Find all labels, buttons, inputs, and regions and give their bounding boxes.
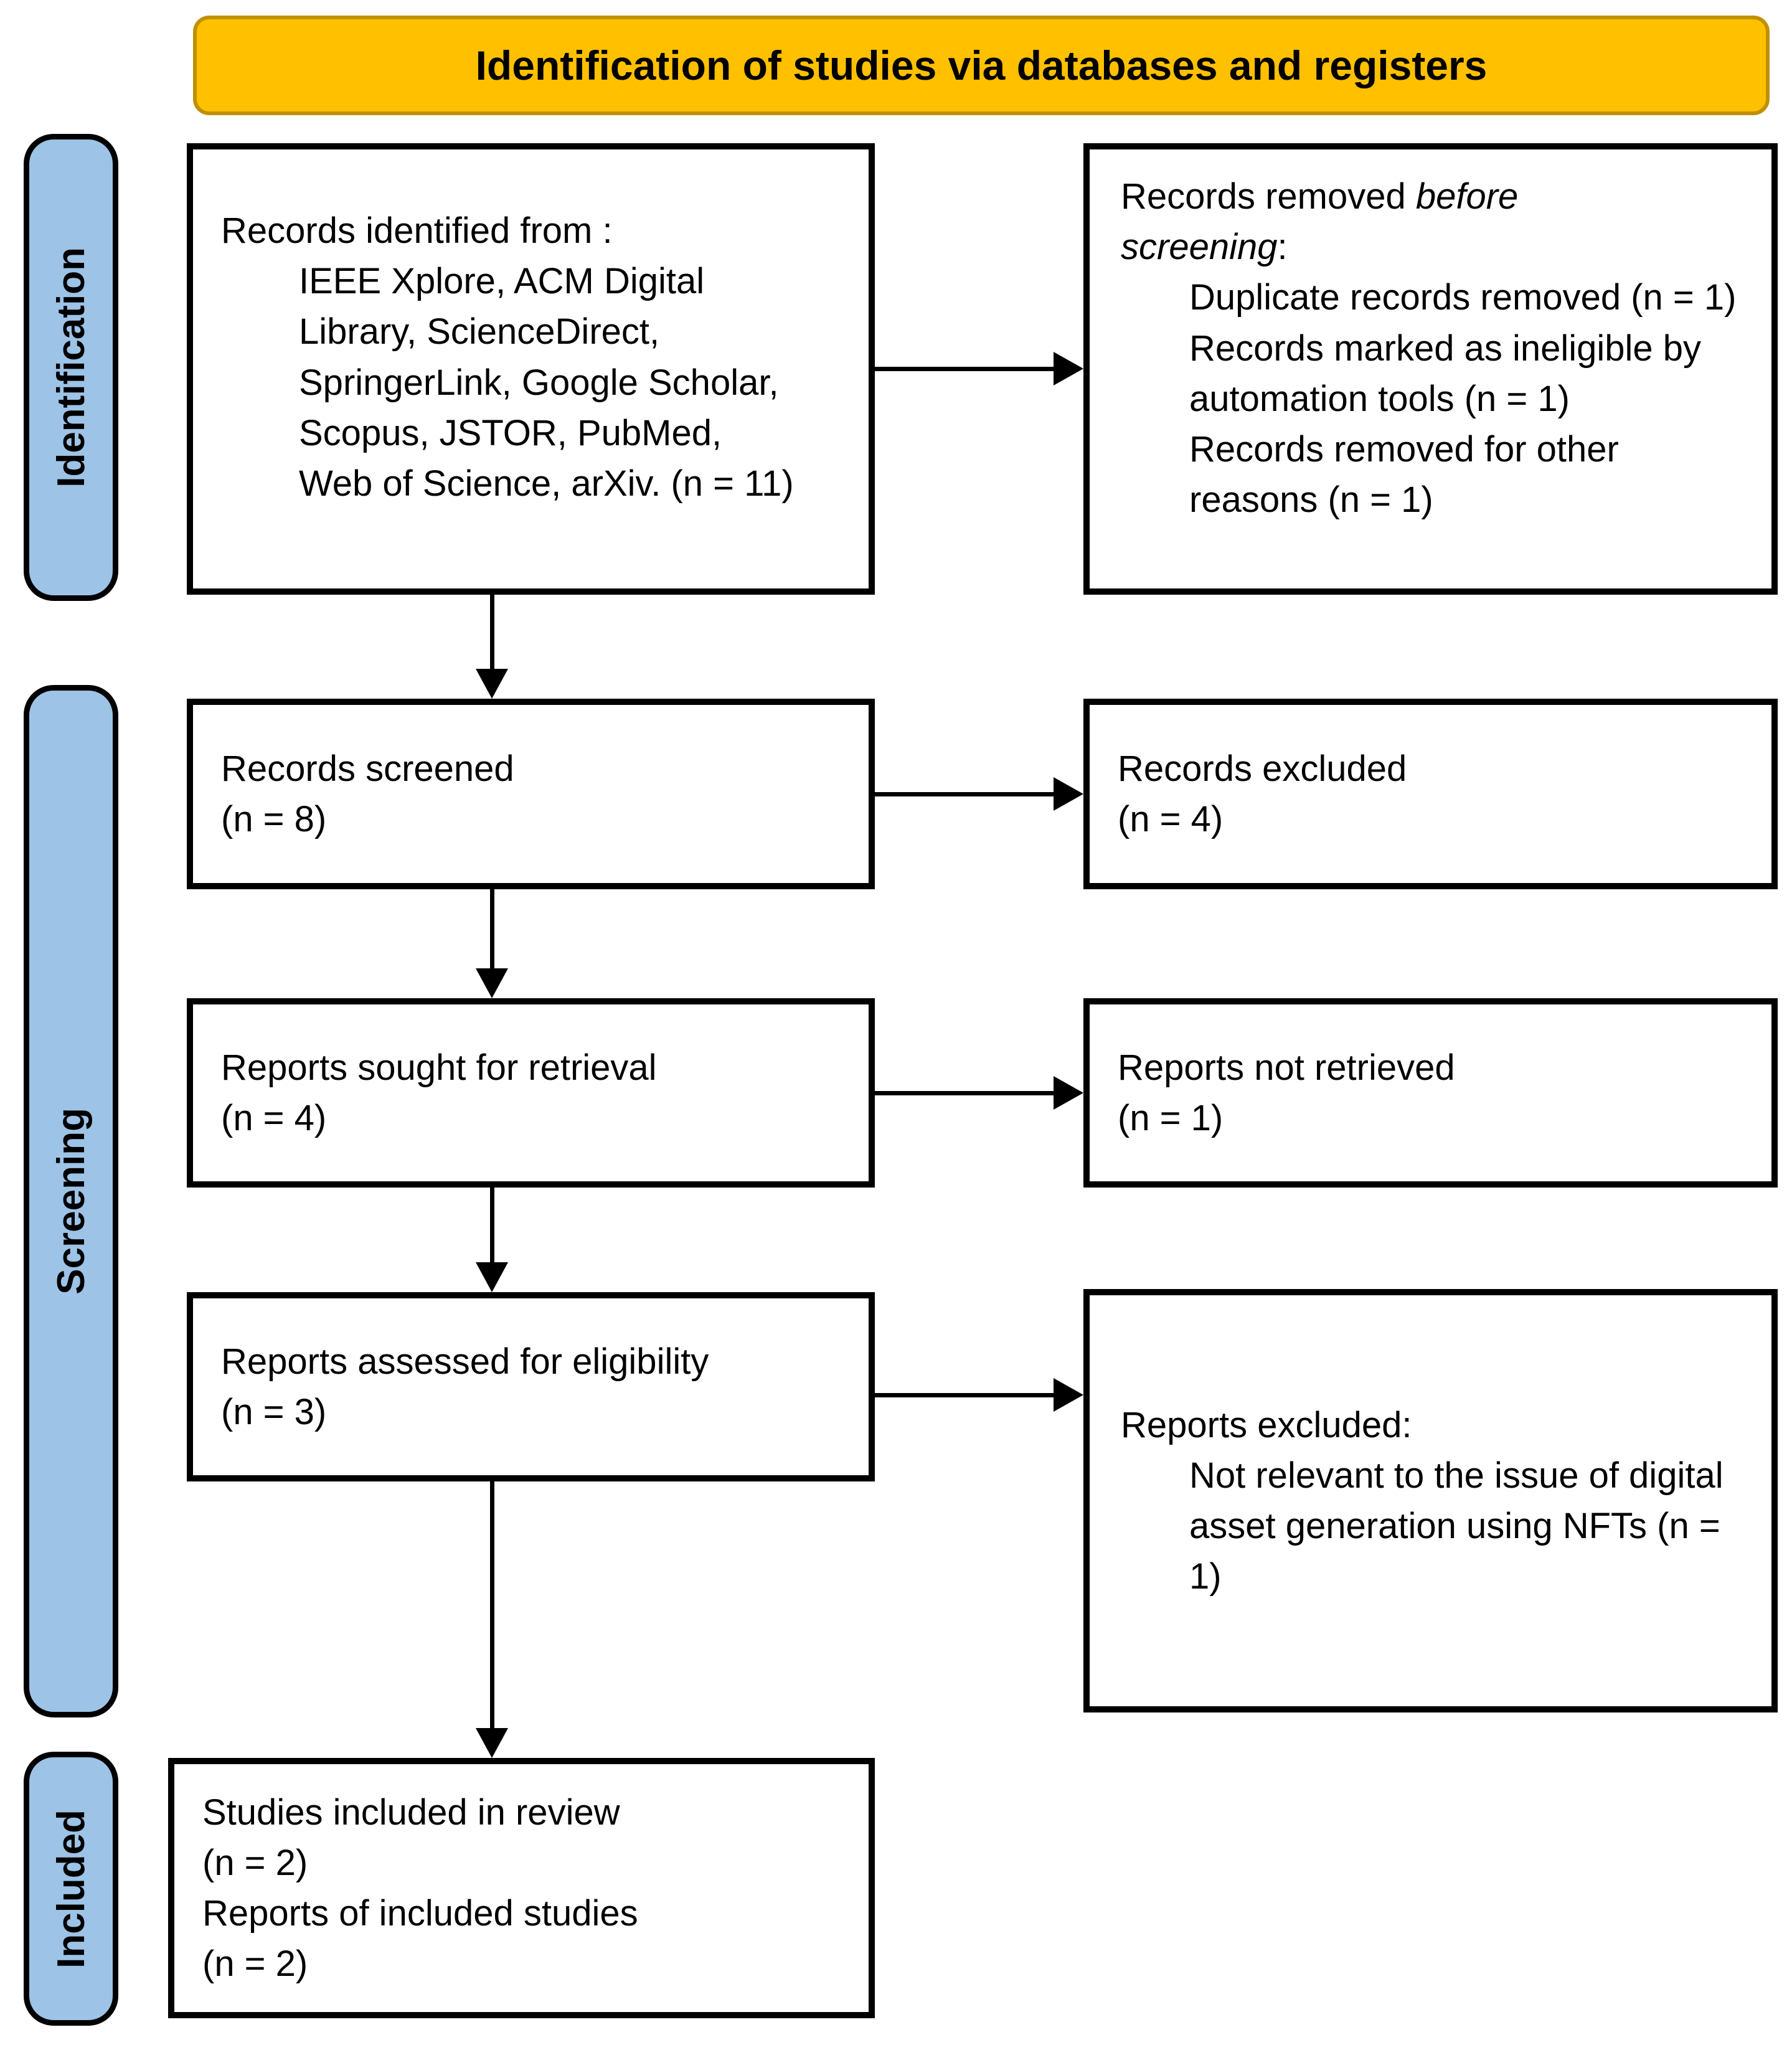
box-heading: Reports excluded: — [1121, 1404, 1412, 1445]
arrow-shaft — [490, 1481, 494, 1728]
box-line: (n = 3) — [221, 1392, 327, 1432]
list-item: Records marked as ineligible by automati… — [1189, 328, 1702, 419]
box-line: Reports of included studies — [202, 1893, 638, 1934]
box-line: (n = 1) — [1118, 1098, 1224, 1138]
arrowhead-icon — [476, 1262, 508, 1292]
arrowhead-icon — [1054, 1076, 1083, 1110]
box-studies-included: Studies included in review (n = 2) Repor… — [168, 1758, 875, 2018]
box-line: (n = 4) — [1118, 799, 1224, 839]
stage-label-included: Included — [24, 1752, 118, 2026]
stage-label-text: Identification — [49, 247, 93, 488]
title-banner: Identification of studies via databases … — [193, 16, 1770, 115]
box-heading: Records identified from : — [221, 210, 613, 251]
box-records-excluded: Records excluded (n = 4) — [1083, 699, 1778, 889]
stage-label-text: Included — [49, 1809, 93, 1968]
stage-label-screening: Screening — [24, 685, 118, 1717]
box-line: Reports not retrieved — [1118, 1047, 1455, 1088]
box-heading: Records removed before screening: — [1121, 171, 1557, 272]
stage-label-text: Screening — [49, 1108, 93, 1295]
arrowhead-icon — [1054, 1378, 1083, 1412]
arrow-shaft — [875, 792, 1055, 796]
box-line: (n = 2) — [202, 1944, 308, 1985]
box-line: Reports sought for retrieval — [221, 1047, 657, 1088]
heading-lead: Records removed — [1121, 176, 1416, 217]
box-reports-assessed: Reports assessed for eligibility (n = 3) — [187, 1292, 875, 1481]
arrow-shaft — [490, 1186, 494, 1262]
arrow-shaft — [875, 1091, 1055, 1095]
box-reports-sought: Reports sought for retrieval (n = 4) — [187, 998, 875, 1188]
arrow-shaft — [490, 595, 494, 669]
arrowhead-icon — [476, 669, 508, 699]
title-text: Identification of studies via databases … — [475, 42, 1488, 88]
arrow-shaft — [875, 367, 1055, 371]
box-line: (n = 4) — [221, 1098, 327, 1138]
stage-label-identification: Identification — [24, 134, 118, 601]
box-line: Reports assessed for eligibility — [221, 1341, 709, 1382]
arrow-shaft — [875, 1393, 1055, 1397]
heading-italic: before screening — [1121, 176, 1519, 268]
arrow-shaft — [490, 889, 494, 968]
box-records-identified: Records identified from : IEEE Xplore, A… — [187, 143, 875, 595]
box-line: (n = 2) — [202, 1842, 308, 1883]
arrowhead-icon — [476, 968, 508, 998]
list-item: Not relevant to the issue of digital ass… — [1189, 1455, 1724, 1597]
box-records-screened: Records screened (n = 8) — [187, 699, 875, 889]
arrowhead-icon — [476, 1728, 508, 1758]
arrowhead-icon — [1054, 777, 1083, 811]
box-line: (n = 8) — [221, 799, 327, 839]
list-item: Records removed for other reasons (n = 1… — [1189, 428, 1619, 521]
list-item: Duplicate records removed (n = 1) — [1189, 277, 1737, 318]
box-reports-not-retrieved: Reports not retrieved (n = 1) — [1083, 998, 1778, 1188]
box-line: Studies included in review — [202, 1792, 620, 1833]
box-records-removed: Records removed before screening: Duplic… — [1083, 143, 1778, 595]
box-line: Records excluded — [1118, 748, 1407, 789]
arrowhead-icon — [1054, 352, 1083, 385]
box-indented-text: IEEE Xplore, ACM Digital Library, Scienc… — [299, 261, 794, 504]
heading-tail: : — [1277, 227, 1288, 268]
box-reports-excluded: Reports excluded: Not relevant to the is… — [1083, 1289, 1778, 1712]
box-line: Records screened — [221, 748, 514, 789]
